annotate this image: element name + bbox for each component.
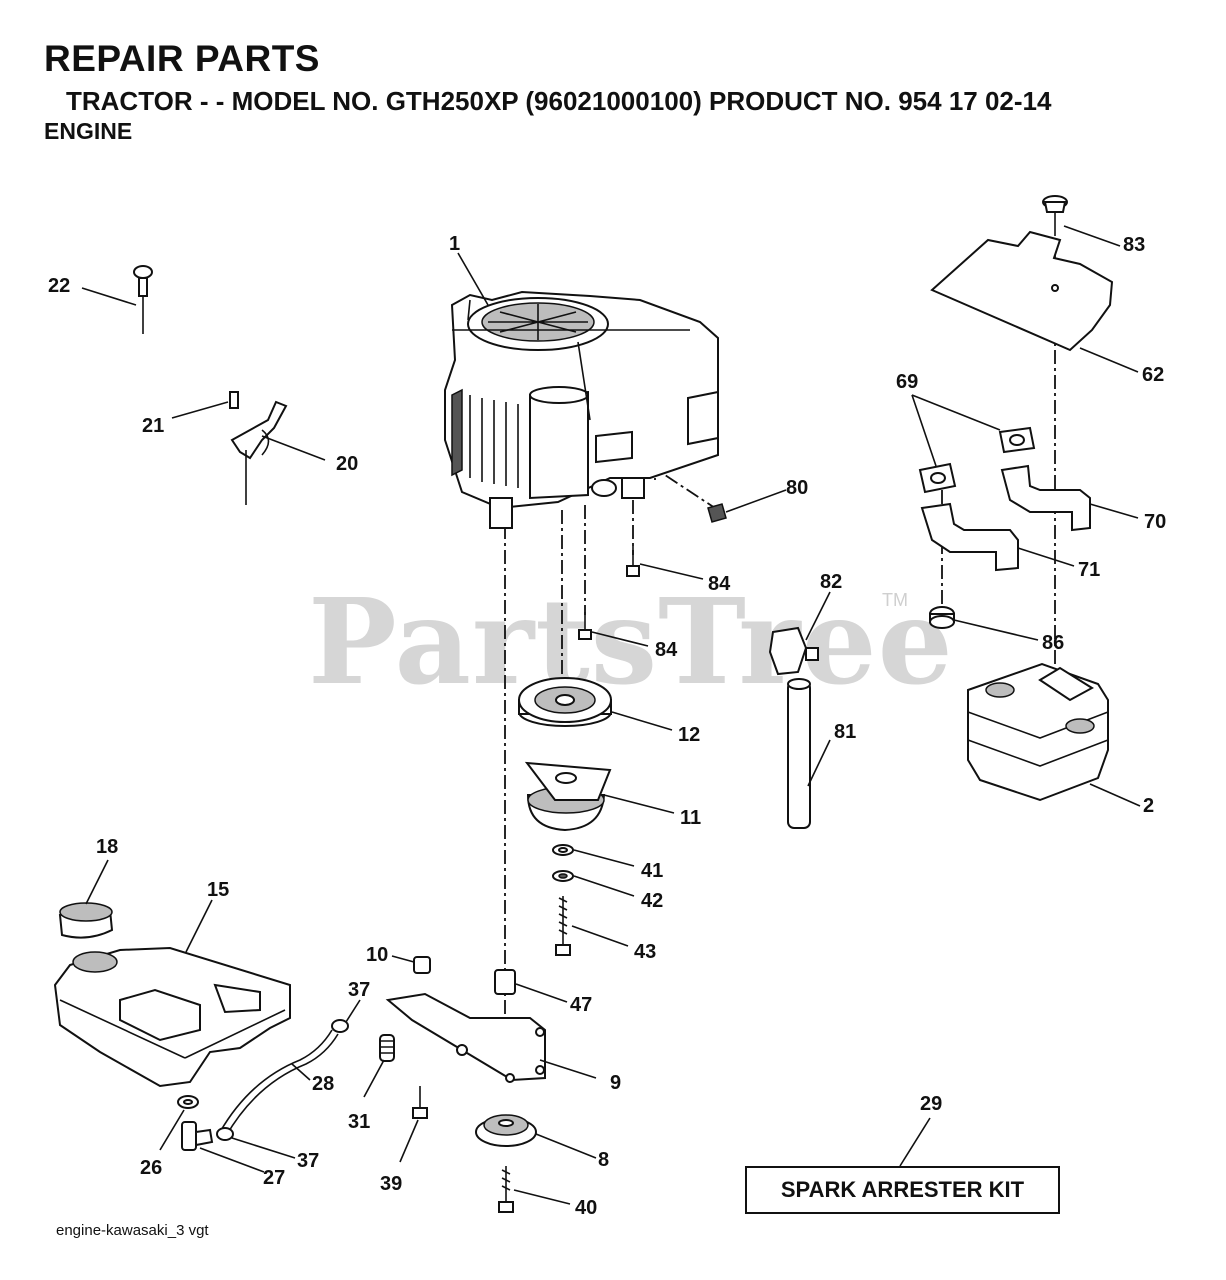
- callout-82: 82: [820, 571, 842, 593]
- model-subtitle: TRACTOR - - MODEL NO. GTH250XP (96021000…: [66, 86, 1052, 116]
- callout-70: 70: [1144, 511, 1166, 533]
- part-22-knob: [133, 265, 153, 334]
- part-37-clamp-upper: [331, 1019, 349, 1033]
- callout-28: 28: [312, 1073, 334, 1095]
- callout-31: 31: [348, 1111, 370, 1133]
- part-20-throttle-control: [229, 391, 288, 505]
- callout-20: 20: [336, 453, 358, 475]
- page-title: REPAIR PARTS: [44, 38, 320, 79]
- part-9-bracket: [385, 992, 546, 1083]
- part-11-clutch: [524, 761, 612, 832]
- part-84-bolt-upper: [626, 546, 640, 577]
- callout-86: 86: [1042, 632, 1064, 654]
- part-26-grommet: [177, 1095, 199, 1109]
- part-41-washer: [552, 844, 574, 856]
- part-2-muffler: [967, 662, 1109, 802]
- part-10-spacer: [413, 956, 431, 974]
- callout-8: 8: [598, 1149, 609, 1171]
- callout-26: 26: [140, 1157, 162, 1179]
- part-37-clamp-lower: [216, 1127, 234, 1141]
- callout-29: 29: [920, 1093, 942, 1115]
- callout-42: 42: [641, 890, 663, 912]
- callout-43: 43: [634, 941, 656, 963]
- callout-21: 21: [142, 415, 164, 437]
- part-62-heat-shield: [930, 230, 1114, 352]
- part-84-bolt-lower: [578, 612, 592, 640]
- callout-69: 69: [896, 371, 918, 393]
- callout-80: 80: [786, 477, 808, 499]
- part-31-spring: [379, 1034, 395, 1062]
- part-71-exhaust-pipe: [920, 502, 1019, 572]
- part-15-fuel-tank: [53, 946, 291, 1088]
- callout-37-lower: 37: [297, 1150, 319, 1172]
- part-1-engine: [444, 290, 719, 529]
- callout-18: 18: [96, 836, 118, 858]
- part-69-gasket-left: [918, 462, 957, 494]
- part-86-nut: [929, 606, 955, 629]
- part-80-switch: [707, 503, 727, 523]
- kit-label-text: SPARK ARRESTER KIT: [780, 1177, 1025, 1202]
- callout-22: 22: [48, 275, 70, 297]
- part-43-bolt: [555, 896, 571, 956]
- callout-27: 27: [263, 1167, 285, 1189]
- callout-15: 15: [207, 879, 229, 901]
- callout-47: 47: [570, 994, 592, 1016]
- part-69-gasket-right: [998, 426, 1036, 454]
- callout-41: 41: [641, 860, 663, 882]
- part-81-tube: [787, 678, 811, 829]
- part-27-fuel-valve: [181, 1121, 214, 1151]
- callout-10: 10: [366, 944, 388, 966]
- part-18-fuel-cap: [58, 902, 114, 939]
- watermark-tm: TM: [882, 590, 908, 610]
- callout-40: 40: [575, 1197, 597, 1219]
- callout-1: 1: [449, 233, 460, 255]
- part-42-washer: [552, 870, 574, 882]
- part-12-pulley: [518, 677, 612, 727]
- leader-lines: [81, 225, 1141, 1205]
- part-39-bolt: [412, 1086, 428, 1119]
- callout-62: 62: [1142, 364, 1164, 386]
- callout-9: 9: [610, 1072, 621, 1094]
- section-heading: ENGINE: [44, 118, 133, 144]
- part-47-spacer: [494, 969, 516, 995]
- callout-84-lower: 84: [655, 639, 678, 661]
- part-28-fuel-line: [219, 1029, 339, 1137]
- callout-83: 83: [1123, 234, 1145, 256]
- callout-71: 71: [1078, 559, 1100, 581]
- part-8-idler-pulley: [475, 1114, 537, 1147]
- part-40-bolt: [498, 1166, 514, 1213]
- callout-12: 12: [678, 724, 700, 746]
- part-82-fitting: [768, 626, 819, 676]
- callout-11: 11: [680, 807, 701, 829]
- spark-arrester-kit-label: SPARK ARRESTER KIT: [745, 1166, 1060, 1214]
- part-83-bolt: [1042, 195, 1068, 236]
- callout-2: 2: [1143, 795, 1154, 817]
- callout-39: 39: [380, 1173, 402, 1195]
- callout-84-upper: 84: [708, 573, 731, 595]
- callout-81: 81: [834, 721, 856, 743]
- diagram-footer-code: engine-kawasaki_3 vgt: [56, 1222, 209, 1239]
- part-70-exhaust-pipe: [1000, 464, 1091, 532]
- callout-37-upper: 37: [348, 979, 370, 1001]
